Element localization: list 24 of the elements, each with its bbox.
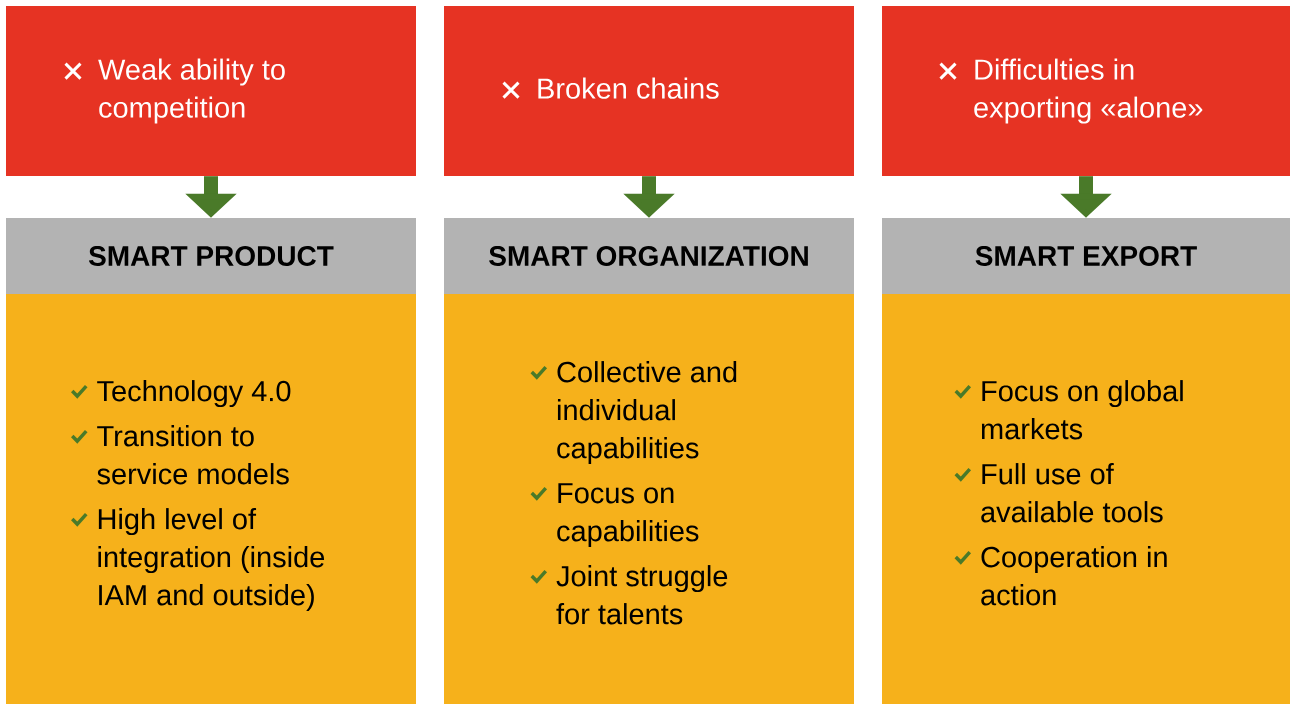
content-box <box>882 294 1290 704</box>
problem-text: Broken chains <box>538 77 719 99</box>
header-bar <box>444 218 854 294</box>
heading: SMART EXPORT <box>975 246 1197 266</box>
list-item: Collective and individual capabilities <box>557 361 737 465</box>
problem-text: Difficulties in exporting «alone» <box>974 58 1203 124</box>
header-bar <box>6 218 416 294</box>
list-item: Technology 4.0 <box>97 380 291 408</box>
problem-box <box>444 6 854 176</box>
problem-text: Weak ability to competition <box>98 58 285 124</box>
list-item: Focus on global markets <box>981 380 1183 440</box>
list-item: Focus on capabilities <box>557 483 699 548</box>
list-item: High level of integration (inside IAM and outside) <box>98 508 325 612</box>
list-item: Joint struggle for talents <box>556 565 728 625</box>
header-bar <box>882 218 1290 294</box>
problem-box <box>882 6 1290 176</box>
list-item: Cooperation in action <box>981 546 1167 606</box>
problem-box <box>6 6 416 176</box>
list-item: Full use of available tools <box>981 463 1163 523</box>
content-box <box>444 294 854 704</box>
heading: SMART PRODUCT <box>88 246 334 266</box>
content-box <box>6 294 416 704</box>
heading: SMART ORGANIZATION <box>489 246 808 266</box>
list-item: Transition to service models <box>97 425 289 485</box>
